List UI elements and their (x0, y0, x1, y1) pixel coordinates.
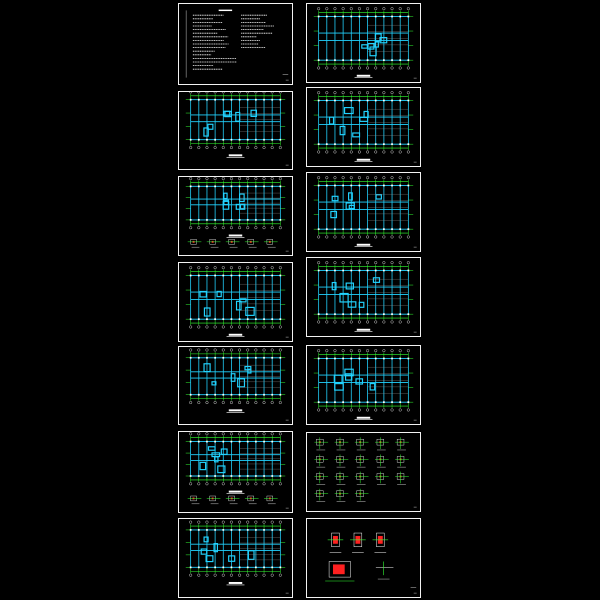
sheet-graphic (314, 437, 417, 508)
drawing-sheet-plan-4[interactable] (178, 346, 293, 425)
sheet-graphic (313, 176, 417, 248)
sheet-graphic (185, 348, 289, 421)
drawing-sheet-plan-6[interactable] (178, 518, 293, 598)
sheet-graphic (185, 432, 289, 509)
drawing-sheet-plan-7[interactable] (306, 3, 421, 83)
drawing-sheet-plan-8[interactable] (306, 87, 421, 167)
sheet-graphic (313, 261, 417, 333)
drawing-sheet-plan-5[interactable] (178, 431, 293, 513)
drawing-sheet-plan-10[interactable] (306, 257, 421, 337)
drawing-sheet-plan-2[interactable] (178, 176, 293, 256)
sheet-graphic (185, 266, 289, 338)
sheet-graphic (313, 349, 417, 421)
sheet-graphic (185, 92, 289, 166)
drawing-sheet-plan-11[interactable] (306, 345, 421, 425)
drawing-sheet-plan-9[interactable] (306, 172, 421, 252)
sheet-graphic (185, 520, 289, 594)
drawing-sheet-plan-3[interactable] (178, 262, 293, 342)
sheet-graphic (313, 91, 417, 163)
drawing-sheet-details-2[interactable] (306, 518, 421, 598)
drawing-sheet-details-1[interactable] (306, 432, 421, 512)
drawing-sheet-plan-1[interactable] (178, 91, 293, 170)
drawing-sheet-notes[interactable] (178, 3, 293, 85)
sheet-graphic (325, 532, 417, 594)
sheet-graphic (185, 177, 289, 252)
sheet-graphic (185, 9, 289, 81)
sheet-graphic (313, 7, 417, 79)
